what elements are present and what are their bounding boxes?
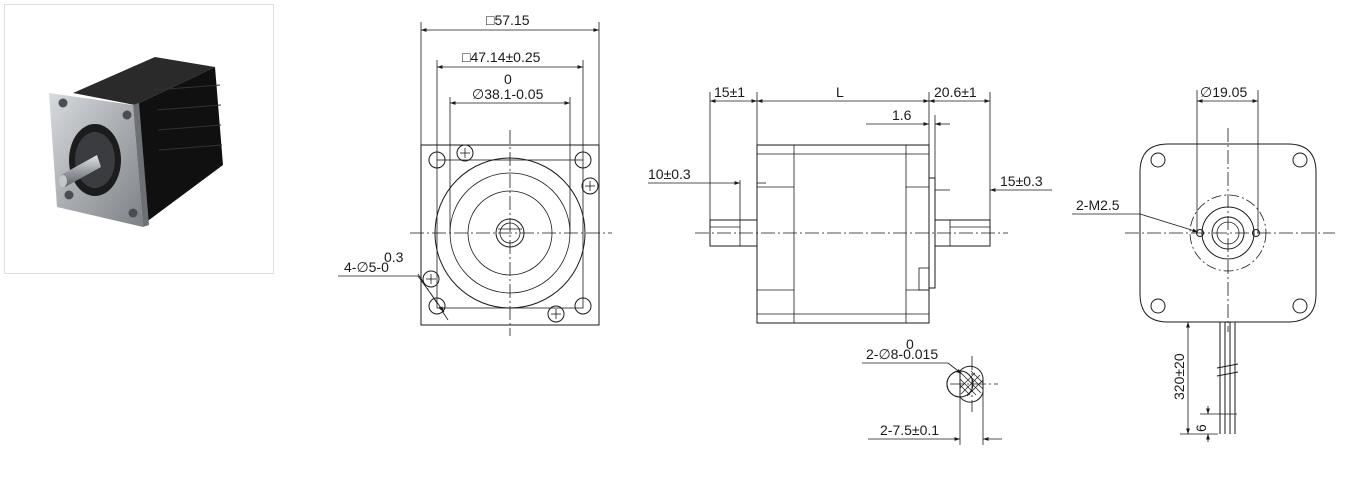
side-view: 15±1 L 20.6±1 1.6 10±0.3 15±0.3 bbox=[648, 84, 1052, 324]
shaft-section-outline bbox=[959, 370, 974, 398]
stepper-motor-photo bbox=[49, 57, 223, 227]
dim-flat-depth: 2-7.5±0.1 bbox=[880, 422, 939, 438]
dim-lead-length: 320±20 bbox=[1171, 353, 1187, 400]
dim-front-shaft: 15±1 bbox=[714, 84, 745, 100]
dim-mount-hole: 4-∅5-0 bbox=[344, 259, 389, 275]
rear-view: ∅19.05 2-M2.5 320±20 6 bbox=[1072, 84, 1335, 442]
shaft-section: 0 2-∅8-0.015 2-7.5±0.1 bbox=[862, 336, 1002, 445]
dim-front-flat: 10±0.3 bbox=[648, 166, 691, 182]
mount-hole-bottom-right bbox=[547, 297, 592, 323]
mount-hole-top-right bbox=[574, 151, 599, 195]
mount-hole-bottom-left bbox=[422, 270, 446, 315]
front-view: □57.15 □47.14±0.25 0 ∅38.1-0.05 0.3 4-∅5… bbox=[338, 12, 612, 336]
dim-body-length: L bbox=[836, 84, 844, 100]
lead-wires bbox=[1216, 322, 1239, 434]
side-body-outline bbox=[756, 144, 930, 324]
dim-rear-shaft: 20.6±1 bbox=[934, 84, 977, 100]
dim-boss-dia: ∅19.05 bbox=[1200, 84, 1247, 100]
dim-pilot-dia: ∅38.1-0.05 bbox=[472, 86, 544, 102]
dim-rear-flat: 15±0.3 bbox=[1000, 173, 1043, 189]
dim-frame-square: □57.15 bbox=[486, 12, 530, 28]
dim-section-dia: 2-∅8-0.015 bbox=[866, 346, 938, 362]
dim-section-tol: 0 bbox=[906, 336, 914, 352]
dim-thread: 2-M2.5 bbox=[1076, 197, 1120, 213]
dim-pilot-tol: 0 bbox=[504, 71, 512, 87]
mount-hole-top-left bbox=[428, 144, 474, 169]
dim-hole-pitch: □47.14±0.25 bbox=[462, 49, 541, 65]
product-photo-frame bbox=[4, 4, 274, 274]
rear-frame-outline bbox=[1139, 143, 1317, 323]
dim-flange-step: 1.6 bbox=[892, 107, 912, 123]
dim-lead-strip: 6 bbox=[1193, 424, 1209, 432]
dim-mount-hole-tol: 0.3 bbox=[384, 249, 404, 265]
